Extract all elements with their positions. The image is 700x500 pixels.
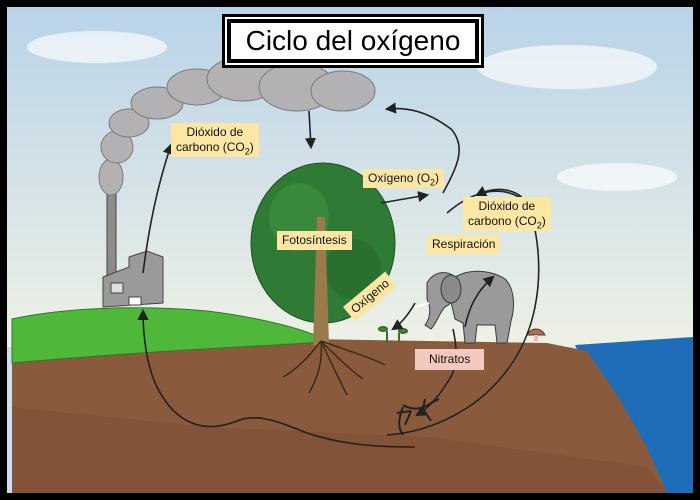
label-oxygen-o2-text: Oxígeno (O xyxy=(368,171,431,185)
label-co2-animal-close: ) xyxy=(541,214,546,228)
diagram-title: Ciclo del oxígeno xyxy=(227,19,479,63)
sprout-icon xyxy=(378,326,408,343)
sky-clouds xyxy=(27,31,677,191)
label-co2-factory-close: ) xyxy=(249,140,254,154)
grass-hill xyxy=(11,307,329,364)
label-respiration: Respiración xyxy=(427,235,501,254)
diagram-artwork xyxy=(7,7,693,493)
sea xyxy=(575,337,693,493)
label-co2-animal-line2: carbono (CO xyxy=(468,214,537,228)
label-nitrates: Nitratos xyxy=(415,349,485,370)
elephant-icon xyxy=(414,270,514,344)
label-oxygen-o2: Oxígeno (O2) xyxy=(363,169,445,188)
soil-shade xyxy=(12,407,667,493)
smoke-cloud-icon xyxy=(98,56,376,196)
label-co2-factory-line2: carbono (CO xyxy=(176,140,245,154)
label-photosynthesis: Fotosíntesis xyxy=(277,231,352,250)
label-co2-factory: Dióxido de carbono (CO2) xyxy=(171,123,259,157)
label-co2-animal-line1: Dióxido de xyxy=(478,199,536,213)
label-oxygen-o2-close: ) xyxy=(435,171,440,185)
label-co2-factory-line1: Dióxido de xyxy=(186,125,244,139)
factory-icon xyxy=(102,190,164,308)
label-co2-factory-sub: 2 xyxy=(244,146,250,157)
label-oxygen-o2-sub: 2 xyxy=(430,177,436,188)
label-co2-animal: Dióxido de carbono (CO2) xyxy=(463,197,551,231)
label-co2-animal-sub: 2 xyxy=(536,220,542,231)
